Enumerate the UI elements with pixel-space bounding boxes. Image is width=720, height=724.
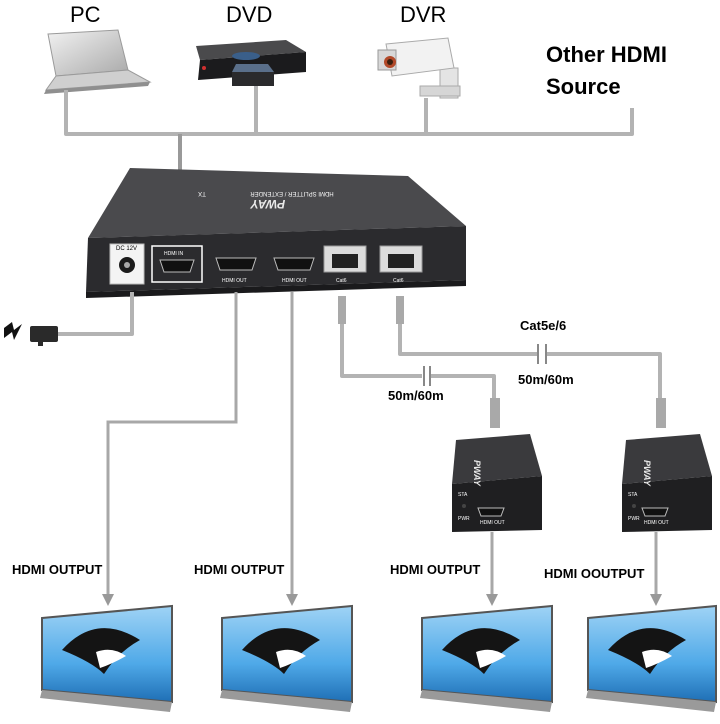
output-label-4: HDMI OOUTPUT (544, 566, 644, 581)
hdmi-receiver-1: PWAY STA PWR HDMI OUT (452, 434, 542, 532)
receiver-2-pwr-label: PWR (628, 516, 640, 522)
receiver-1-hdmi-out-label: HDMI OUT (480, 520, 505, 526)
splitter-hdmi-out-label-2: HDMI OUT (282, 278, 307, 284)
power-adapter (30, 292, 134, 346)
pc-label: PC (70, 2, 101, 27)
receiver-2-sta-label: STA (628, 492, 638, 498)
hdmi-in-label: HDMI IN (164, 251, 184, 257)
cat-cable-1 (338, 296, 500, 428)
output-label-1: HDMI OUTPUT (12, 562, 102, 577)
cable-type-label: Cat5e/6 (520, 318, 566, 333)
splitter-hdmi-out-label-1: HDMI OUT (222, 278, 247, 284)
laptop-icon (44, 29, 152, 94)
distance-label-2: 50m/60m (518, 372, 574, 387)
hdmi-out-1-cable (102, 292, 238, 606)
tv-3-icon (420, 604, 553, 712)
splitter-brand-label: PWAY (250, 197, 285, 211)
dc-12v-label: DC 12V (116, 246, 137, 252)
dvd-label: DVD (226, 2, 272, 27)
dvd-player-icon (196, 40, 306, 86)
receiver-1-sta-label: STA (458, 492, 468, 498)
cat6-port-label-1: Cat6 (336, 278, 347, 284)
receiver-2-hdmi-out-label: HDMI OUT (644, 520, 669, 526)
splitter-badge: TX (198, 190, 206, 196)
output-label-3: HDMI OUTPUT (390, 562, 480, 577)
hdmi-splitter-transmitter: PWAY HDMI SPLITTER / EXTENDER TX DC 12V … (86, 168, 466, 298)
other-hdmi-label-line1: Other HDMI (546, 42, 667, 67)
tv-2-icon (220, 604, 353, 712)
security-camera-icon (377, 37, 461, 99)
cat-cable-2 (396, 296, 666, 428)
receiver-1-brand: PWAY (472, 460, 482, 487)
tv-4-icon (586, 604, 717, 712)
splitter-subtitle: HDMI SPLITTER / EXTENDER (250, 190, 334, 196)
tv-1-icon (40, 604, 173, 712)
cat6-port-label-2: Cat6 (393, 278, 404, 284)
hdmi-receiver-2: PWAY STA PWR HDMI OUT (622, 434, 712, 532)
other-hdmi-label-line2: Source (546, 74, 621, 99)
output-label-2: HDMI OUTPUT (194, 562, 284, 577)
receiver-1-pwr-label: PWR (458, 516, 470, 522)
dvr-label: DVR (400, 2, 446, 27)
receiver-2-brand: PWAY (642, 460, 652, 487)
distance-label-1: 50m/60m (388, 388, 444, 403)
lightning-icon (4, 322, 22, 340)
